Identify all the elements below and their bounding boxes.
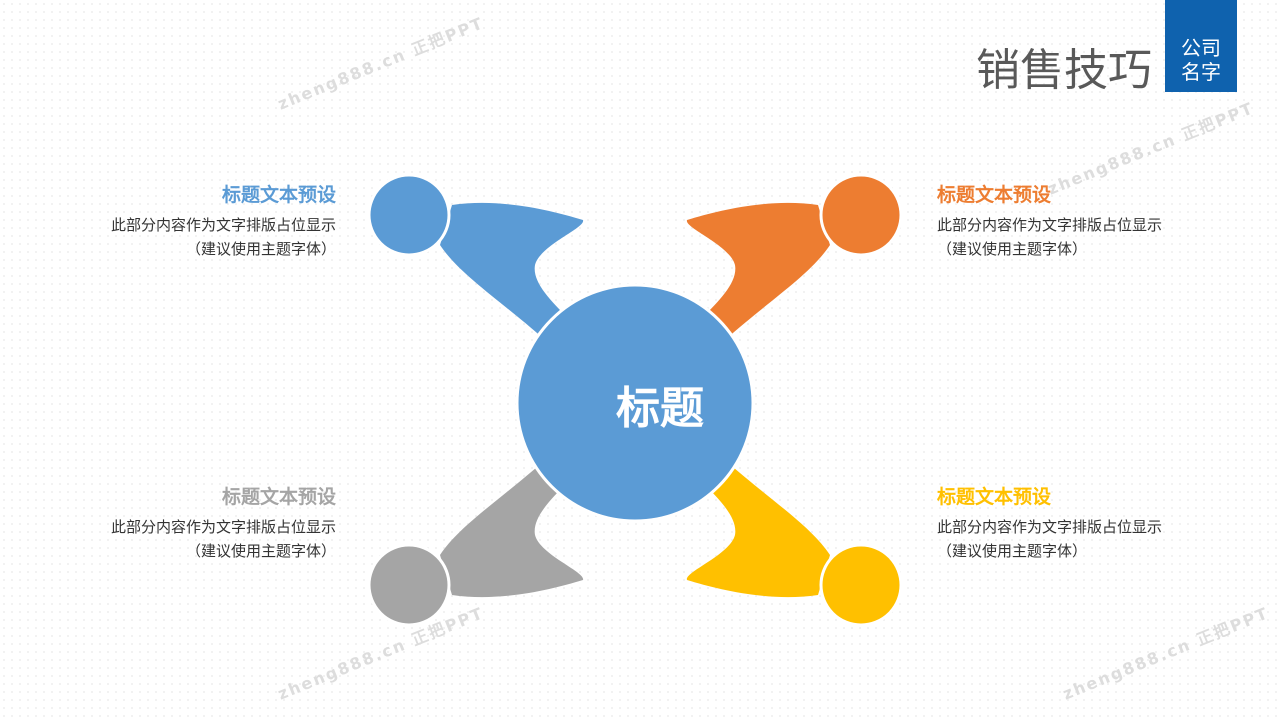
item-title: 标题文本预设 [937, 486, 1052, 508]
company-line: 公司 [1181, 36, 1221, 60]
item-title: 标题文本预设 [221, 184, 336, 206]
item-text: 此部分内容作为文字排版占位显示 [110, 518, 336, 536]
company-badge: 公司名字 [1165, 0, 1237, 92]
item-text: 此部分内容作为文字排版占位显示 [110, 216, 336, 234]
slide-title: 销售技巧 [976, 45, 1152, 96]
center-circle [515, 283, 755, 523]
item-bottom-left: 标题文本预设 此部分内容作为文字排版占位显示 （建议使用主题字体） [76, 485, 336, 563]
arm-top-left [367, 173, 585, 342]
item-text: （建议使用主题字体） [185, 542, 336, 560]
item-title: 标题文本预设 [221, 486, 336, 508]
item-text: 此部分内容作为文字排版占位显示 [937, 216, 1163, 234]
item-text: （建议使用主题字体） [937, 542, 1088, 560]
item-text: 此部分内容作为文字排版占位显示 [937, 518, 1163, 536]
item-top-left: 标题文本预设 此部分内容作为文字排版占位显示 （建议使用主题字体） [76, 183, 336, 261]
item-text: （建议使用主题字体） [185, 240, 336, 258]
arm-top-right [685, 173, 903, 342]
company-line: 名字 [1181, 60, 1221, 84]
item-top-right: 标题文本预设 此部分内容作为文字排版占位显示 （建议使用主题字体） [937, 183, 1197, 261]
center-label: 标题 [616, 383, 704, 434]
item-text: （建议使用主题字体） [937, 240, 1088, 258]
item-bottom-right: 标题文本预设 此部分内容作为文字排版占位显示 （建议使用主题字体） [937, 485, 1197, 563]
item-title: 标题文本预设 [937, 184, 1052, 206]
